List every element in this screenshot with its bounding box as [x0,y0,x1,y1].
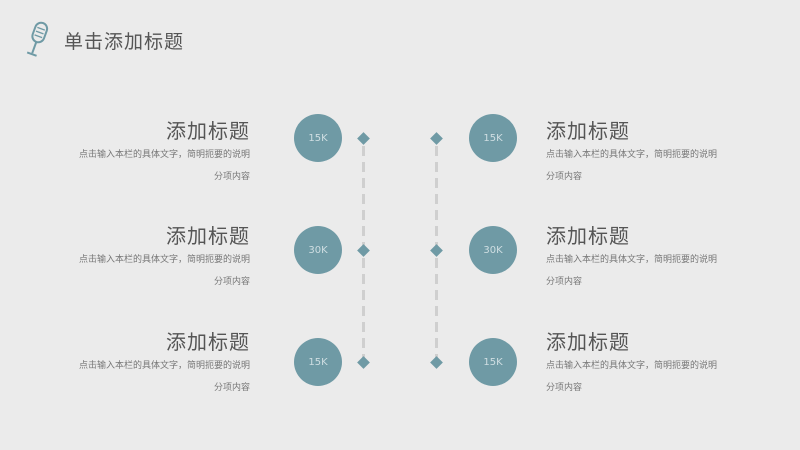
item-title: 添加标题 [546,119,630,143]
left-item: 添加标题 点击输入本栏的具体文字，简明扼要的说明 分项内容 [50,326,250,399]
item-desc: 点击输入本栏的具体文字，简明扼要的说明 [546,150,718,160]
item-title: 添加标题 [166,330,250,354]
item-desc: 分项内容 [546,172,583,182]
item-desc: 分项内容 [546,383,583,393]
item-desc: 分项内容 [546,277,583,287]
item-desc: 分项内容 [213,172,250,182]
item-desc: 点击输入本栏的具体文字，简明扼要的说明 [546,361,718,371]
value-circle: 30K [294,226,342,274]
left-item: 添加标题 点击输入本栏的具体文字，简明扼要的说明 分项内容 [50,220,250,293]
value-circle: 30K [469,226,517,274]
page-title: 单击添加标题 [64,30,185,53]
timeline-diamond [357,356,370,369]
microphone-icon [26,21,49,57]
right-item: 添加标题 点击输入本栏的具体文字，简明扼要的说明 分项内容 [546,326,746,399]
timeline-diamond [357,244,370,257]
item-desc: 分项内容 [213,383,250,393]
item-title: 添加标题 [546,330,630,354]
header: 单击添加标题 [22,20,184,60]
item-title: 添加标题 [546,224,630,248]
item-title: 添加标题 [166,119,250,143]
timeline-diamond [430,356,443,369]
value-circle: 15K [294,114,342,162]
item-desc: 点击输入本栏的具体文字，简明扼要的说明 [78,150,250,160]
right-item: 添加标题 点击输入本栏的具体文字，简明扼要的说明 分项内容 [546,220,746,293]
item-desc: 分项内容 [213,277,250,287]
value-circle: 15K [469,114,517,162]
value-circle: 15K [469,338,517,386]
timeline-diamond [357,132,370,145]
value-circle: 15K [294,338,342,386]
timeline-diamond [430,132,443,145]
item-desc: 点击输入本栏的具体文字，简明扼要的说明 [78,255,250,265]
right-item: 添加标题 点击输入本栏的具体文字，简明扼要的说明 分项内容 [546,115,746,188]
item-desc: 点击输入本栏的具体文字，简明扼要的说明 [546,255,718,265]
item-desc: 点击输入本栏的具体文字，简明扼要的说明 [78,361,250,371]
item-title: 添加标题 [166,224,250,248]
timeline-diamond [430,244,443,257]
left-item: 添加标题 点击输入本栏的具体文字，简明扼要的说明 分项内容 [50,115,250,188]
